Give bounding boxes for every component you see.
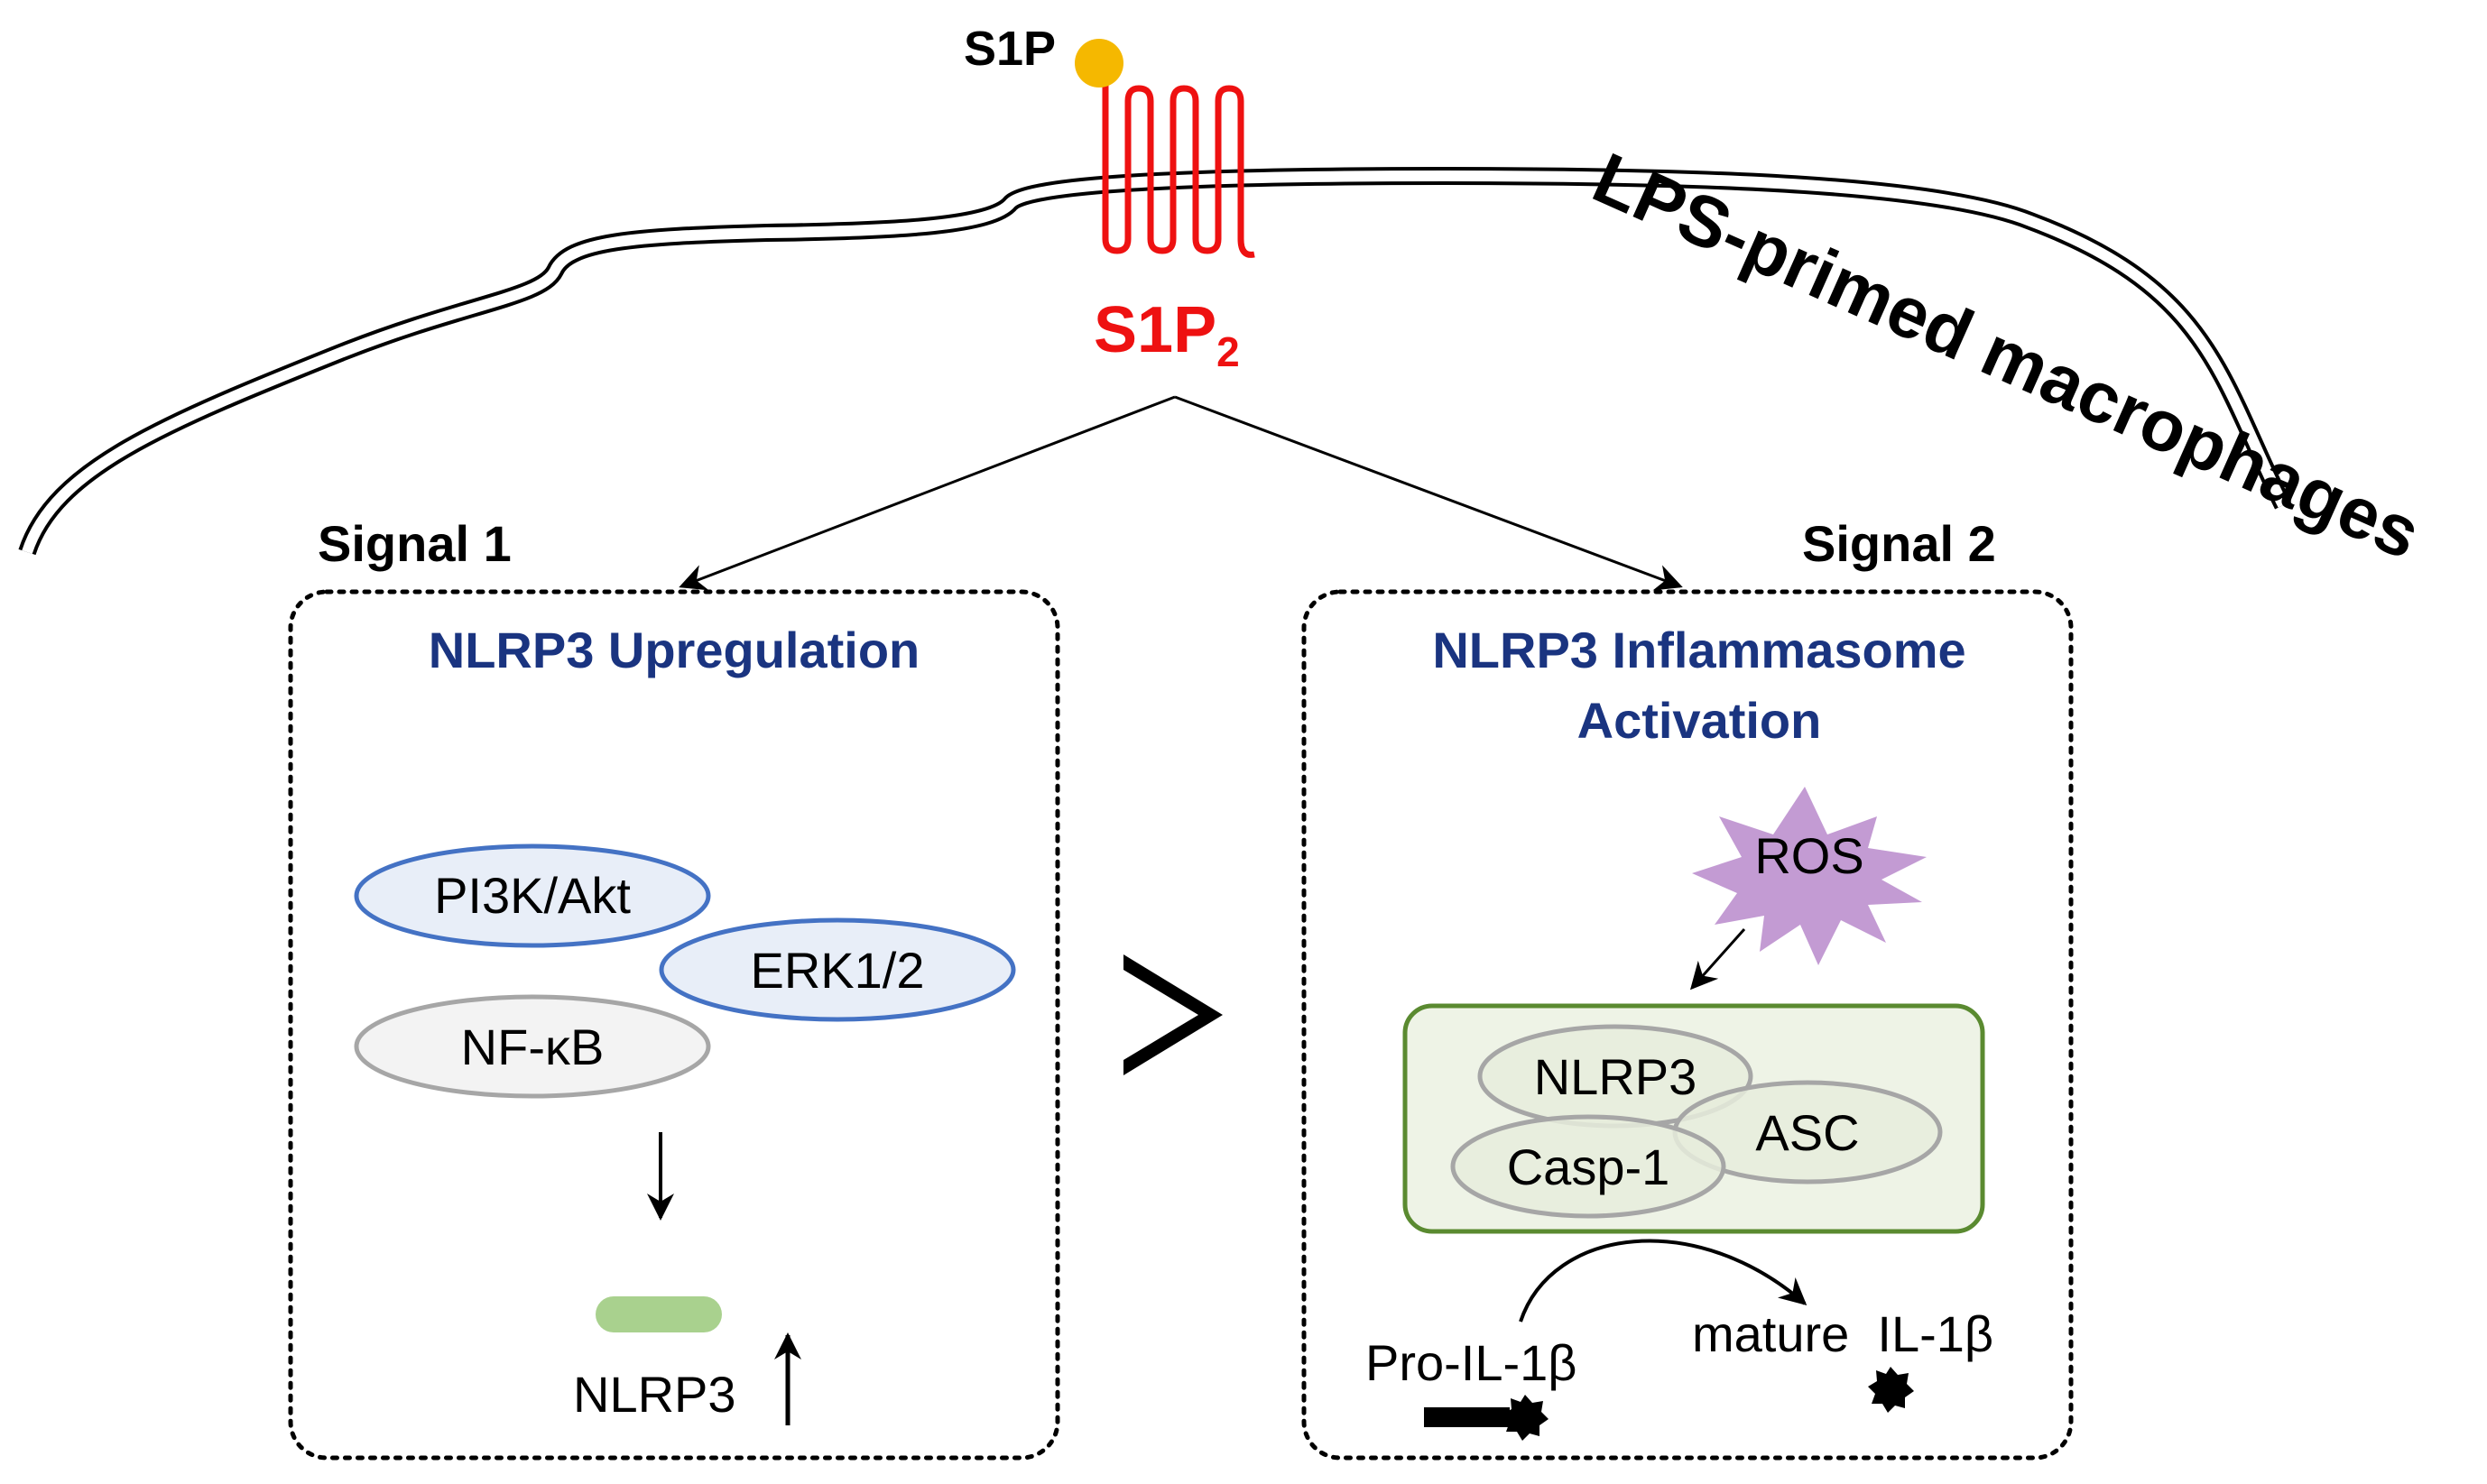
nlrp3-complex-node: NLRP3: [1477, 1024, 1753, 1129]
s1p-ligand-label: S1P: [964, 22, 1056, 76]
casp1-ellipse: [1450, 1114, 1726, 1219]
branch-arrows: [679, 395, 1683, 591]
arrow-to-signal2: [1174, 395, 1683, 591]
signal2-title-line1: NLRP3 Inflammasome: [1432, 622, 1965, 678]
signal2-label: Signal 2: [1802, 515, 1996, 572]
erk-ellipse: [659, 917, 1016, 1022]
s1p2-label-main: S1P: [1094, 294, 1216, 366]
cell-type-label: LPS-primed macrophages: [1582, 137, 2432, 575]
casp1-label: Casp-1: [1507, 1138, 1670, 1195]
pi3k-akt-label: PI3K/Akt: [434, 867, 631, 924]
signal2-title-line2: Activation: [1577, 692, 1822, 749]
signal1-box: [288, 589, 1060, 1461]
s1p2-label: S1P2: [1094, 294, 1240, 375]
ros-label: ROS: [1754, 827, 1863, 884]
nfkb-ellipse: [354, 994, 711, 1099]
asc-node: ASC: [1672, 1080, 1943, 1184]
signal1-label: Signal 1: [318, 515, 512, 572]
pro-il1b-label: Pro-IL-1β: [1365, 1334, 1577, 1391]
casp1-node: Casp-1: [1450, 1114, 1726, 1219]
pi3k-akt-node: PI3K/Akt: [354, 843, 711, 948]
s1p2-label-sub: 2: [1216, 328, 1240, 375]
mature-il1b-label: mature IL-1β: [1692, 1305, 1993, 1362]
pro-domain-bar-icon: [1424, 1407, 1510, 1427]
greater-than-icon: [1123, 954, 1223, 1075]
nlrp3-complex-label: NLRP3: [1534, 1048, 1697, 1105]
arrow-to-signal1: [679, 395, 1176, 591]
mature-il1b-blob-icon: [1868, 1367, 1914, 1413]
erk-node: ERK1/2: [659, 917, 1016, 1022]
ros-arrow: [1690, 928, 1746, 991]
cleavage-arrow: [1519, 1239, 1807, 1323]
s1p-ligand-icon: [1075, 39, 1123, 88]
nfkb-label: NF-κB: [461, 1019, 605, 1075]
pro-il1b-blob-icon: [1502, 1395, 1549, 1441]
nlrp3-bar-icon: [596, 1296, 722, 1332]
erk-label: ERK1/2: [751, 942, 925, 999]
pi3k-akt-ellipse: [354, 843, 711, 948]
cell-type-label-text: LPS-primed macrophages: [1582, 137, 2432, 575]
nlrp3-product-label: NLRP3: [573, 1366, 736, 1423]
nfkb-node: NF-κB: [354, 994, 711, 1099]
s1p2-receptor: [1102, 81, 1255, 258]
ros-burst-icon: [1692, 787, 1927, 965]
signal1-title: NLRP3 Upregulation: [429, 622, 920, 678]
cell-membrane: [18, 166, 2291, 556]
asc-label: ASC: [1755, 1104, 1859, 1161]
signal2-box: [1301, 589, 2074, 1461]
ros-node: ROS: [1692, 787, 1927, 965]
